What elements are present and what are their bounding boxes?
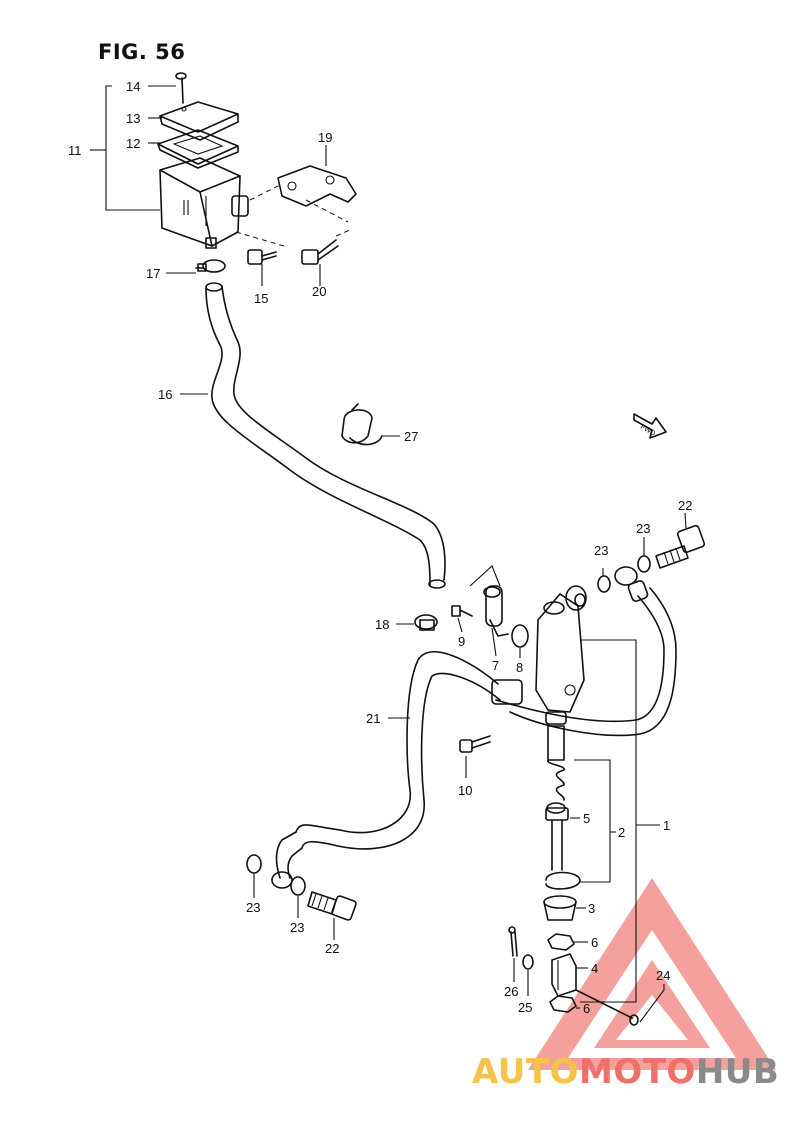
callout-14: 14 bbox=[126, 79, 140, 94]
part-5-pushrod bbox=[545, 802, 569, 871]
callout-1: 1 bbox=[663, 818, 670, 833]
part-6-nut-upper bbox=[547, 933, 575, 951]
callout-6-upper: 6 bbox=[591, 935, 598, 950]
part-22-banjo-bolt-upper bbox=[655, 524, 706, 569]
callout-16: 16 bbox=[158, 387, 172, 402]
part-21-brake-hose bbox=[295, 587, 677, 850]
callout-3: 3 bbox=[588, 901, 595, 916]
watermark-text: AUTOMOTOHUB bbox=[472, 1052, 779, 1092]
callout-22-upper: 22 bbox=[678, 498, 692, 513]
part-4-clevis bbox=[551, 953, 577, 997]
watermark-hub: HUB bbox=[695, 1052, 780, 1092]
part-25-washer bbox=[522, 954, 534, 970]
callout-22-lower: 22 bbox=[325, 941, 339, 956]
callout-23-lower-a: 23 bbox=[246, 900, 260, 915]
part-23-washer-upper-a bbox=[637, 555, 651, 573]
callout-labels: 14 13 12 11 19 15 20 17 16 27 22 23 23 1… bbox=[68, 79, 692, 1016]
part-14-screw bbox=[175, 72, 187, 104]
callout-26: 26 bbox=[504, 984, 518, 999]
callout-27: 27 bbox=[404, 429, 418, 444]
part-22-banjo-bolt-lower bbox=[307, 891, 357, 921]
watermark-auto: AUTO bbox=[472, 1052, 579, 1092]
callout-8: 8 bbox=[516, 660, 523, 675]
part-12-diaphragm bbox=[157, 129, 239, 169]
callout-20: 20 bbox=[312, 284, 326, 299]
callout-17: 17 bbox=[146, 266, 160, 281]
callout-24: 24 bbox=[656, 968, 670, 983]
part-24-pin bbox=[575, 989, 639, 1026]
callout-12: 12 bbox=[126, 136, 140, 151]
callout-5: 5 bbox=[583, 811, 590, 826]
part-10-screw bbox=[459, 735, 491, 753]
part-2-piston-assembly bbox=[545, 711, 567, 801]
part-19-bracket bbox=[249, 165, 357, 223]
watermark-moto: MOTO bbox=[578, 1052, 696, 1092]
part-8-o-ring bbox=[511, 624, 529, 648]
part-23-washer-lower-a bbox=[246, 854, 262, 874]
part-circlip bbox=[545, 871, 581, 890]
reservoir-assembly bbox=[90, 72, 249, 249]
callout-21: 21 bbox=[366, 711, 380, 726]
callout-7: 7 bbox=[492, 658, 499, 673]
part-3-boot bbox=[543, 895, 577, 921]
callout-23-upper-b: 23 bbox=[594, 543, 608, 558]
callout-4: 4 bbox=[591, 961, 598, 976]
part-7-connector bbox=[469, 565, 509, 637]
callout-19: 19 bbox=[318, 130, 332, 145]
callout-25: 25 bbox=[518, 1000, 532, 1015]
callout-15: 15 bbox=[254, 291, 268, 306]
callout-11: 11 bbox=[68, 143, 82, 158]
callout-2: 2 bbox=[618, 825, 625, 840]
figure-title: FIG. 56 bbox=[98, 40, 186, 64]
callout-10: 10 bbox=[458, 783, 472, 798]
part-27-hose-clamp bbox=[341, 403, 383, 446]
part-11-reservoir-body bbox=[159, 157, 249, 249]
leader-lines bbox=[148, 85, 687, 1023]
callout-13: 13 bbox=[126, 111, 140, 126]
callout-9: 9 bbox=[458, 634, 465, 649]
fwd-label: FWD bbox=[639, 424, 656, 438]
part-17-clip bbox=[195, 259, 226, 273]
callout-23-upper-a: 23 bbox=[636, 521, 650, 536]
callout-6-lower: 6 bbox=[583, 1001, 590, 1016]
part-hose-banjo-lower bbox=[271, 831, 303, 889]
fwd-direction-arrow: FWD bbox=[633, 413, 667, 439]
part-1-master-cylinder bbox=[491, 585, 587, 713]
part-23-washer-upper-b bbox=[597, 575, 611, 593]
part-15-bolt bbox=[235, 231, 285, 265]
part-16-reservoir-hose bbox=[205, 282, 446, 589]
part-9-screw bbox=[451, 605, 473, 617]
part-hose-banjo-upper bbox=[614, 566, 649, 602]
part-20-bolt bbox=[301, 229, 351, 265]
callout-23-lower-b: 23 bbox=[290, 920, 304, 935]
callout-18: 18 bbox=[375, 617, 389, 632]
part-23-washer-lower-b bbox=[290, 876, 306, 896]
watermark-logo bbox=[528, 878, 776, 1070]
part-26-cotter-pin bbox=[508, 926, 518, 957]
part-18-clip bbox=[414, 614, 438, 631]
part-13-cap bbox=[159, 101, 239, 141]
